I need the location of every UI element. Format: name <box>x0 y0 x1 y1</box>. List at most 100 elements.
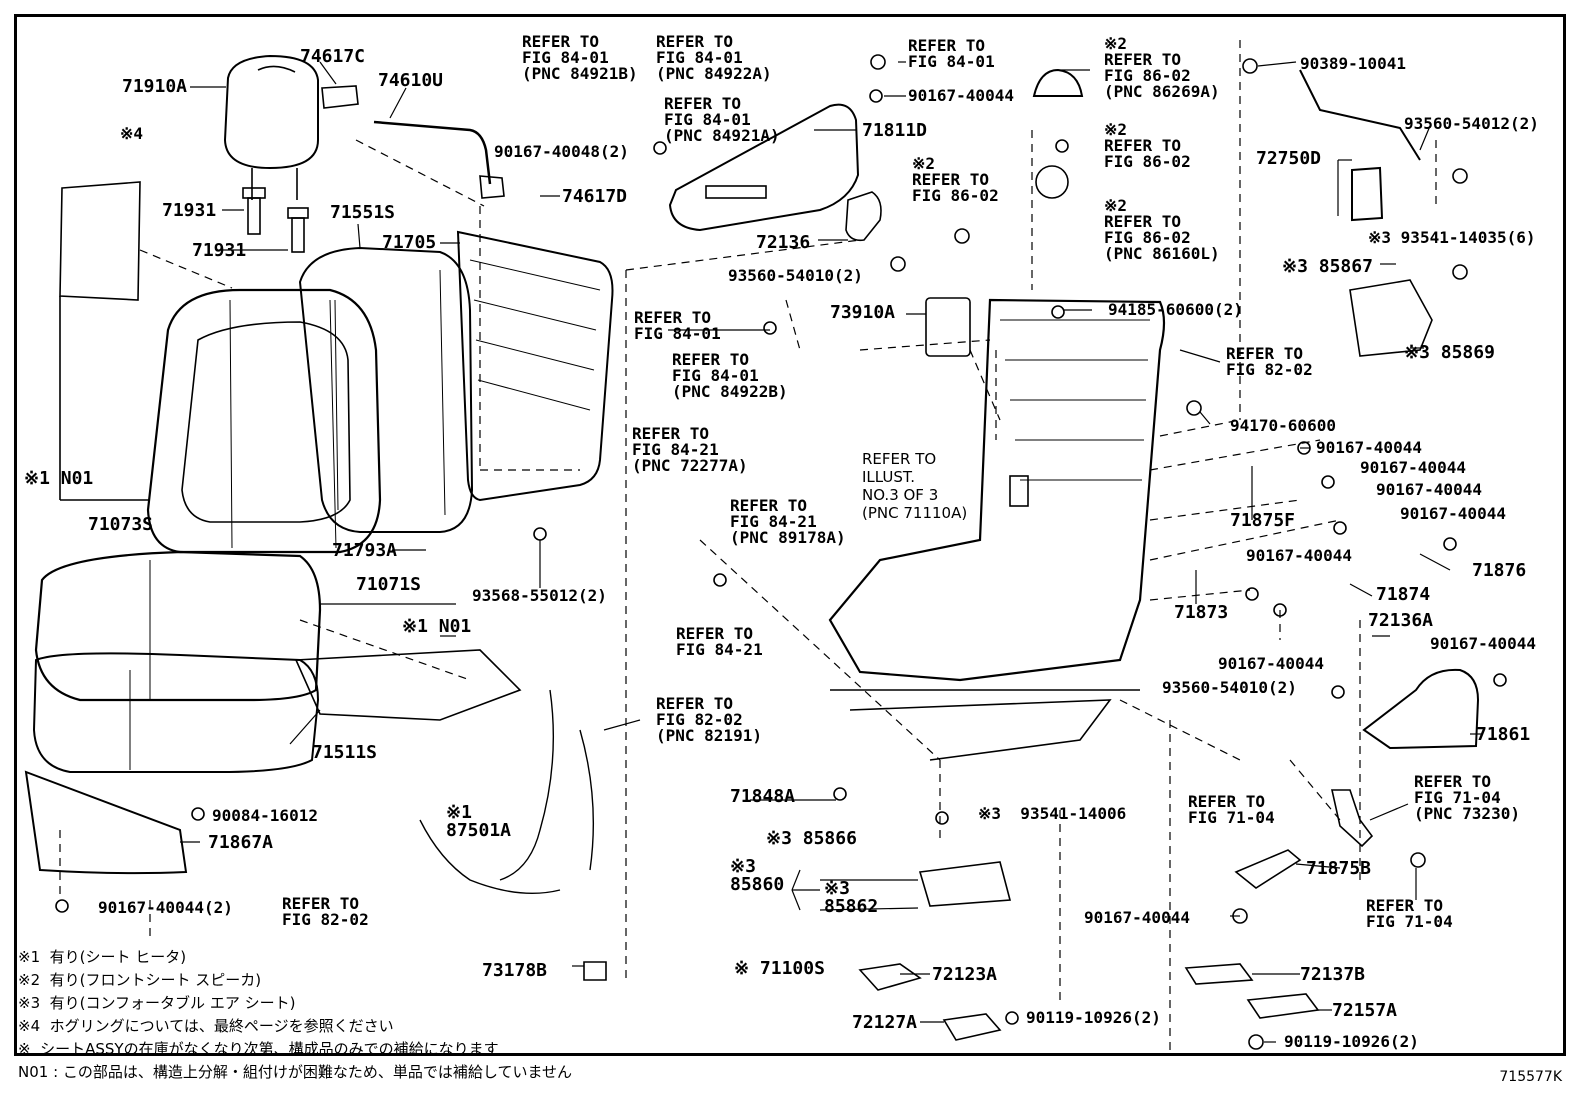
part-label: 73910A <box>830 302 896 323</box>
part-label: REFER TO FIG 84-01 (PNC 84921B) <box>522 32 638 83</box>
part-label: 90167-40044 <box>908 86 1014 105</box>
part-label: REFER TO FIG 84-01 (PNC 84922B) <box>672 350 788 401</box>
fastener-shapes <box>55 54 1507 1050</box>
part-label: REFER TO FIG 84-01 <box>908 36 995 71</box>
part-label: REFER TO FIG 71-04 <box>1188 792 1275 827</box>
part-label: 71875B <box>1306 858 1372 879</box>
part-label: 71793A <box>332 540 398 561</box>
part-label: 90119-10926(2) <box>1284 1032 1419 1051</box>
part-label: REFER TO ILLUST. NO.3 OF 3 (PNC 71110A) <box>862 450 968 522</box>
part-label: ※2 REFER TO FIG 86-02 (PNC 86160L) <box>1104 196 1220 263</box>
footnote: ※ シートASSYの在庫がなくなり次第、構成品のみでの補給になります <box>18 1040 499 1058</box>
part-label: 93568-55012(2) <box>472 586 607 605</box>
part-label: 72123A <box>932 964 998 985</box>
part-label: REFER TO FIG 84-21 (PNC 72277A) <box>632 424 748 475</box>
guide-dashes <box>59 40 1437 1050</box>
part-label: 71931 <box>192 240 247 261</box>
headrest-support-shapes <box>242 187 309 253</box>
part-label: 71875F <box>1230 510 1296 531</box>
footnote: ※1 有り(シート ヒータ) <box>18 948 187 966</box>
leader-lines <box>180 61 1482 1043</box>
figure-code: 715577K <box>1499 1069 1562 1085</box>
part-label: 94170-60600 <box>1230 416 1336 435</box>
diagram-border <box>14 14 1566 1056</box>
part-label: ※3 85869 <box>1404 342 1495 363</box>
part-label: 90167-40044 <box>1400 504 1506 523</box>
part-label: 93560-54010(2) <box>728 266 863 285</box>
part-label: 71861 <box>1476 724 1531 745</box>
footnotes: ※1 有り(シート ヒータ) ※2 有り(フロントシート スピーカ) ※3 有り… <box>18 946 572 1084</box>
part-label: ※3 93541-14035(6) <box>1368 228 1536 247</box>
part-label: REFER TO FIG 84-01 (PNC 84922A) <box>656 32 772 83</box>
part-label: 72136A <box>1368 610 1434 631</box>
seat-cushion-cover-shape <box>34 550 322 702</box>
part-label: 71848A <box>730 786 796 807</box>
part-label: 72750D <box>1256 148 1322 169</box>
part-label: REFER TO FIG 84-01 (PNC 84921A) <box>664 94 780 145</box>
part-label: ※3 93541-14006 <box>978 804 1127 823</box>
part-label: ※3 85866 <box>766 828 857 849</box>
part-label: 72157A <box>1332 1000 1398 1021</box>
part-label: ※4 <box>120 124 144 143</box>
part-label: 74617D <box>562 186 628 207</box>
seatback-frame-shape <box>456 230 614 502</box>
part-label: 71876 <box>1472 560 1527 581</box>
seat-cushion-pad-shape <box>32 652 320 773</box>
part-label: 94185-60600(2) <box>1108 300 1243 319</box>
footnote: ※3 有り(コンフォータブル エア シート) <box>18 994 296 1012</box>
part-label: 90167-40044 <box>1376 480 1482 499</box>
part-label: 74610U <box>378 70 444 91</box>
part-label: 74617C <box>300 46 366 67</box>
part-label: 72127A <box>852 1012 918 1033</box>
footnote: ※4 ホグリングについては、最終ページを参照ください <box>18 1017 394 1035</box>
part-label: 90167-40044 <box>1430 634 1536 653</box>
part-label: 71551S <box>330 202 396 223</box>
part-label: 71511S <box>312 742 378 763</box>
part-label: REFER TO FIG 82-02 <box>1226 344 1313 379</box>
part-label: 90119-10926(2) <box>1026 1008 1161 1027</box>
part-label: ※2 REFER TO FIG 86-02 (PNC 86269A) <box>1104 34 1220 101</box>
part-label: 90389-10041 <box>1300 54 1406 73</box>
part-label: 90167-40044 <box>1246 546 1352 565</box>
seat-frame-shape <box>828 298 1166 761</box>
part-label: ※3 85860 <box>730 856 785 895</box>
part-label: ※2 REFER TO FIG 86-02 <box>1104 120 1191 171</box>
part-label: ※1 N01 <box>24 468 94 489</box>
part-label: 71811D <box>862 120 928 141</box>
part-label: 71073S <box>88 514 154 535</box>
part-label: 90167-40044 <box>1218 654 1324 673</box>
footnote: ※2 有り(フロントシート スピーカ) <box>18 971 262 989</box>
part-label: 71931 <box>162 200 217 221</box>
part-label: 93560-54010(2) <box>1162 678 1297 697</box>
part-label: ※3 85862 <box>824 878 879 917</box>
seatback-cover-shape <box>146 288 382 554</box>
part-label: 72137B <box>1300 964 1366 985</box>
part-label: 73178B <box>482 960 548 981</box>
part-label: REFER TO FIG 84-21 <box>676 624 763 659</box>
part-label: REFER TO FIG 84-21 (PNC 89178A) <box>730 496 846 547</box>
headrest-shape <box>223 54 319 200</box>
part-label: ※ 71100S <box>734 958 825 979</box>
part-label: REFER TO FIG 82-02 <box>282 894 369 929</box>
part-label: ※1 N01 <box>402 616 472 637</box>
part-label: 90167-40044 <box>1084 908 1190 927</box>
part-label: 71071S <box>356 574 422 595</box>
footnote: N01 : この部品は、構造上分解・組付けが困難なため、単品では補給していません <box>18 1063 573 1081</box>
part-label: 90167-40044 <box>1360 458 1466 477</box>
part-label: REFER TO FIG 71-04 (PNC 73230) <box>1414 772 1520 823</box>
part-label: 71874 <box>1376 584 1431 605</box>
part-label: 90167-40048(2) <box>494 142 629 161</box>
part-label: REFER TO FIG 82-02 (PNC 82191) <box>656 694 762 745</box>
part-label: REFER TO FIG 84-01 <box>634 308 721 343</box>
part-label: 71873 <box>1174 602 1229 623</box>
part-label: 72136 <box>756 232 811 253</box>
part-label: 71867A <box>208 832 274 853</box>
part-label: 90167-40044 <box>1316 438 1422 457</box>
part-label: 71705 <box>382 232 437 253</box>
part-label: ※1 87501A <box>446 802 512 841</box>
part-label: ※3 85867 <box>1282 256 1373 277</box>
part-label: 71910A <box>122 76 188 97</box>
part-label: REFER TO FIG 71-04 <box>1366 896 1453 931</box>
part-label: 90167-40044(2) <box>98 898 233 917</box>
